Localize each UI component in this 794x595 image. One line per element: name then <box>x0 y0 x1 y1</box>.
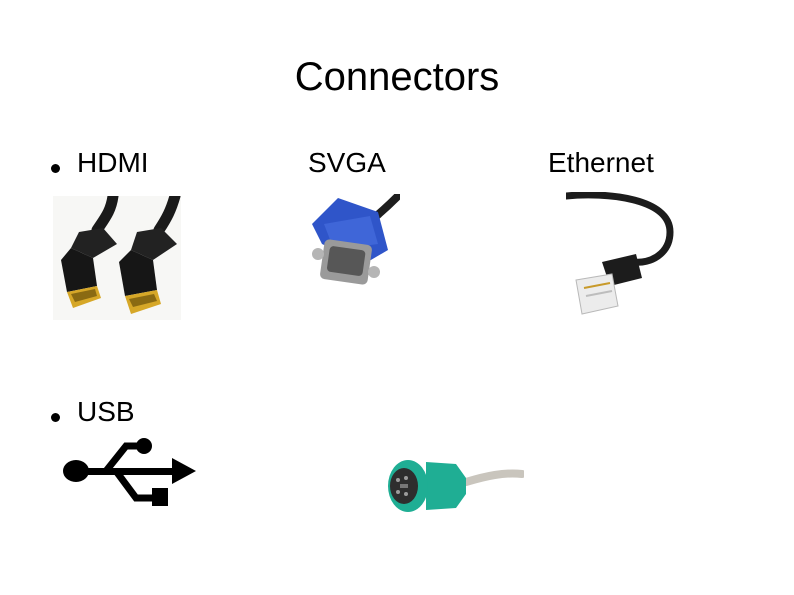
slide-title: Connectors <box>294 55 500 99</box>
hdmi-cable-image <box>53 196 181 320</box>
svga-label: SVGA <box>308 147 386 178</box>
ethernet-cable-image <box>566 192 674 320</box>
bullet-dot <box>51 413 60 422</box>
bullet-usb-label: USB <box>77 396 135 427</box>
vga-connector-image <box>304 194 400 298</box>
ps2-connector-image <box>386 454 524 518</box>
usb-icon <box>62 434 198 508</box>
bullet-hdmi-label: HDMI <box>77 147 149 178</box>
bullet-dot <box>51 164 60 173</box>
ethernet-label: Ethernet <box>548 147 654 178</box>
